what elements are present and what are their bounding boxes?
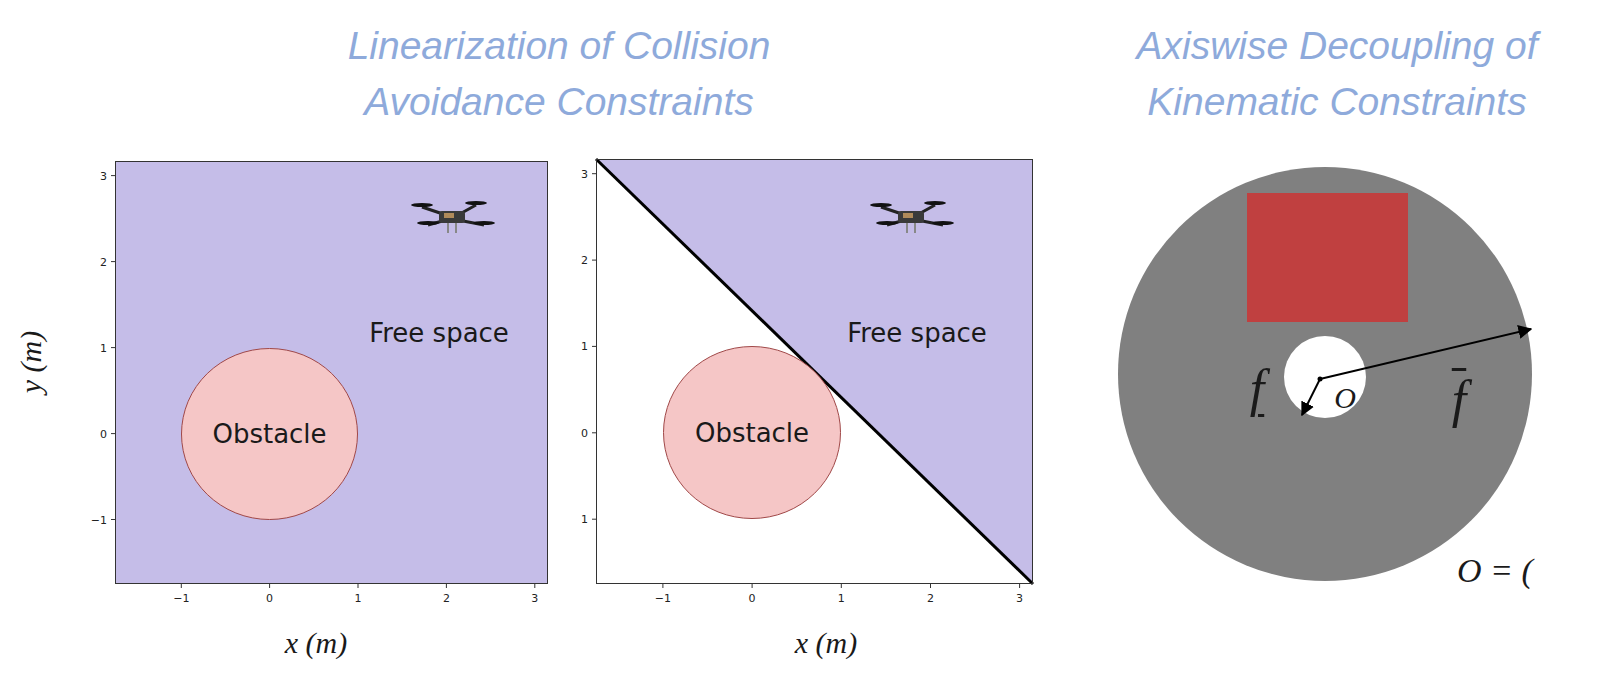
tick-label: 0 [100,427,107,440]
region-label: Free space [847,318,987,348]
drone-rotor [870,203,892,207]
tick-label: 1 [838,592,845,605]
box-constraint [1247,193,1408,322]
tick-mark [1019,584,1020,588]
obstacle-label: Obstacle [695,418,809,448]
obstacle-circle: Obstacle [181,348,358,520]
drone-icon [411,201,495,233]
tick-label: −1 [655,592,671,605]
drone-rotor [924,201,946,205]
tick-label: 0 [749,592,756,605]
tick-mark [534,584,535,588]
drone-body [898,211,924,223]
tick-mark [269,584,270,588]
drone-board [444,213,454,218]
plot-background [596,159,1033,584]
drone-rotor [417,221,439,225]
tick-label: 3 [1016,592,1023,605]
tick-mark [181,584,182,588]
tick-label: 1 [100,341,107,354]
obstacle-disc [182,349,358,520]
region-label: Free space [369,318,509,348]
free-space-plot: Free spaceObstacle [596,159,1033,584]
tick-label: 2 [100,255,107,268]
drone-leg [906,223,908,233]
max-thrust-symbol: f [1452,370,1466,430]
axis-title: x (m) [795,626,857,660]
drone-board [903,213,913,218]
section-heading: Linearization of Collision Avoidance Con… [304,18,814,130]
tick-label: 2 [581,254,588,267]
tick-mark [662,584,663,588]
tick-label: 0 [581,426,588,439]
drone-leg [914,223,916,233]
tick-label: 1 [581,513,588,526]
drone-rotor [876,221,898,225]
thrust-disc [1118,167,1532,581]
section-heading: Axiswise Decoupling of Kinematic Constra… [1102,18,1572,130]
drone-icon [870,201,954,233]
axis-title: x (m) [285,626,347,660]
obstacle-circle: Obstacle [663,346,841,519]
axis-ticks [592,174,1020,588]
tick-mark [446,584,447,588]
min-thrust-symbol: f [1250,359,1264,419]
drone-leg [455,223,457,233]
drone-rotor [932,221,954,225]
drone-body [439,211,465,223]
tick-mark [752,584,753,588]
drone-leg [447,223,449,233]
axis-ticks [111,176,535,588]
drone-rotor [411,203,433,207]
tick-label: 3 [531,592,538,605]
axis-title: y (m) [14,331,48,393]
obstacle-disc [664,347,841,519]
origin-symbol: O [1334,381,1356,415]
origin-definition: O = ( [1457,552,1533,590]
free-space-fill [115,161,548,584]
tick-label: 3 [581,167,588,180]
free-space-halfplane [596,159,1033,584]
tick-mark [841,584,842,588]
tick-label: 0 [266,592,273,605]
tick-label: 1 [581,340,588,353]
free-space-plot: Free spaceObstacle [115,161,548,584]
tick-label: 2 [927,592,934,605]
obstacle-label: Obstacle [212,419,326,449]
tick-label: −1 [91,513,107,526]
min-radius-arrow [1302,379,1320,415]
max-radius-arrow [1320,329,1531,379]
drone-rotor [465,201,487,205]
separating-line [596,159,1033,584]
drone-rotor [473,221,495,225]
tick-label: 3 [100,169,107,182]
tick-mark [930,584,931,588]
tick-mark [358,584,359,588]
origin-dot [1318,377,1323,382]
tick-label: −1 [173,592,189,605]
tick-label: 1 [355,592,362,605]
tick-label: 2 [443,592,450,605]
